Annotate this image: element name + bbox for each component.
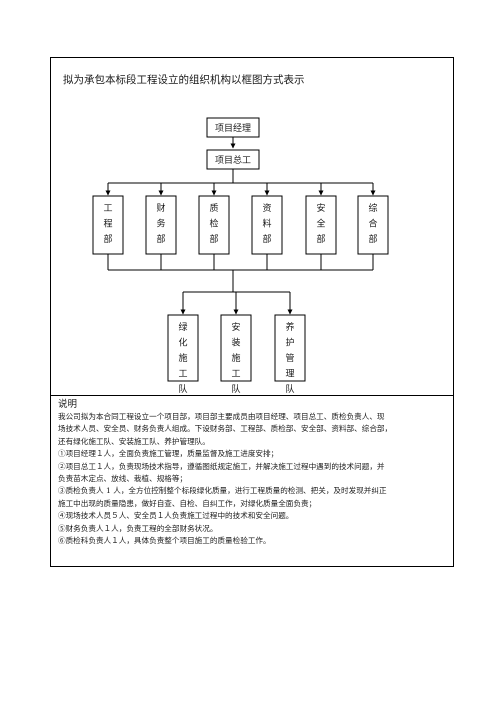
department-4-label-char: 安 bbox=[316, 202, 325, 214]
department-5-label-char: 部 bbox=[368, 233, 377, 245]
section-divider bbox=[50, 395, 454, 396]
note-line: 我公司拟为本合同工程设立一个项目部，项目部主要成员由项目经理、项目总工、质检负责… bbox=[58, 412, 385, 421]
team-2-label-char: 理 bbox=[285, 369, 294, 380]
department-1-label-char: 财 bbox=[156, 202, 165, 214]
department-0-label-char: 工 bbox=[103, 204, 112, 214]
department-2-label-char: 质 bbox=[209, 202, 218, 214]
department-4-label-char: 全 bbox=[316, 218, 325, 230]
department-1-label-char: 务 bbox=[156, 218, 165, 230]
department-0-label-char: 部 bbox=[103, 233, 112, 245]
department-5-label-char: 综 bbox=[368, 202, 377, 214]
chief-engineer-label: 项目总工 bbox=[215, 154, 251, 166]
note-line: ②项目总工１人，负责现场技术指导，遵循图纸规定施工，并解决施工过程中遇到的技术问… bbox=[58, 461, 385, 471]
team-2-box bbox=[274, 314, 306, 382]
team-0-box bbox=[167, 314, 199, 382]
note-line: 负责苗木定点、放线、栽植、规格等； bbox=[58, 474, 188, 484]
team-0-label-char: 队 bbox=[178, 383, 187, 395]
team-1-label-char: 安 bbox=[231, 321, 240, 333]
team-1-label-char: 工 bbox=[231, 370, 240, 380]
project-manager-box bbox=[206, 117, 260, 138]
department-2-label-char: 检 bbox=[209, 218, 218, 230]
department-5-box bbox=[357, 195, 389, 255]
team-2-label-char: 护 bbox=[285, 337, 294, 349]
department-4-box bbox=[305, 195, 337, 255]
notes-heading: 说明 bbox=[58, 399, 78, 410]
team-0-label-char: 施 bbox=[178, 352, 187, 364]
department-2-box bbox=[198, 195, 230, 255]
note-line: ③质检负责人 1 人，全方位控制整个标段绿化质量，进行工程质量的检测、把关，及时… bbox=[58, 486, 387, 496]
note-line: 施工中出现的质量隐患，做好自查、自检、自纠工作，对绿化质量全面负责； bbox=[58, 498, 317, 508]
department-2-label-char: 部 bbox=[209, 233, 218, 245]
form-frame bbox=[50, 57, 454, 567]
note-line: ⑥质检科负责人１人，具体负责整个项目施工的质量检验工作。 bbox=[58, 536, 271, 546]
department-3-box bbox=[251, 195, 283, 255]
notes-section: 说明 我公司拟为本合同工程设立一个项目部，项目部主要成员由项目经理、项目总工、质… bbox=[58, 398, 446, 547]
department-1-box bbox=[145, 195, 177, 255]
department-0-label-char: 程 bbox=[103, 219, 112, 230]
team-1-label-char: 施 bbox=[231, 352, 240, 364]
department-3-label-char: 部 bbox=[262, 233, 271, 245]
team-1-label-char: 队 bbox=[231, 383, 240, 395]
diagram-title: 拟为承包本标段工程设立的组织机构以框图方式表示 bbox=[63, 74, 305, 86]
team-0-label-char: 工 bbox=[178, 370, 187, 380]
team-2-label-char: 管 bbox=[285, 352, 294, 364]
department-5-label-char: 合 bbox=[368, 218, 377, 230]
team-0-label-char: 绿 bbox=[178, 321, 187, 333]
chief-engineer-box bbox=[206, 149, 260, 170]
note-line: 场技术人员、安全员、财务负责人组成。下设财务部、工程部、质检部、安全部、资料部、… bbox=[58, 424, 393, 434]
note-line: 还有绿化施工队、安装施工队、养护管理队。 bbox=[58, 436, 210, 446]
note-line: ⑤财务负责人１人，负责工程的全部财务状况。 bbox=[58, 523, 218, 533]
team-2-label-char: 队 bbox=[285, 383, 294, 395]
team-0-label-char: 化 bbox=[178, 337, 187, 349]
team-1-label-char: 装 bbox=[231, 337, 240, 349]
department-3-label-char: 资 bbox=[262, 203, 271, 214]
team-2-label-char: 养 bbox=[285, 321, 294, 333]
department-4-label-char: 部 bbox=[316, 233, 325, 245]
note-line: ④现场技术人员５人、安全员１人负责施工过程中的技术和安全问题。 bbox=[58, 511, 294, 521]
department-0-box bbox=[92, 195, 124, 255]
department-1-label-char: 部 bbox=[156, 233, 165, 245]
department-3-label-char: 料 bbox=[262, 218, 271, 230]
project-manager-label: 项目经理 bbox=[215, 122, 251, 134]
notes-body: 我公司拟为本合同工程设立一个项目部，项目部主要成员由项目经理、项目总工、质检负责… bbox=[58, 411, 446, 547]
team-1-box bbox=[220, 314, 252, 382]
note-line: ①项目经理１人，全面负责施工管理，质量监督及施工进度安排； bbox=[58, 449, 279, 459]
